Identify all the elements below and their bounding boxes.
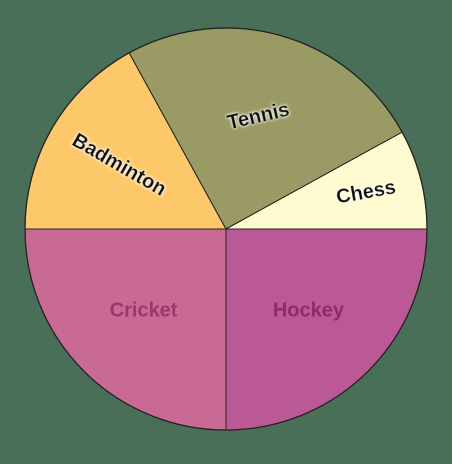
pie-slice-cricket: [24, 228, 227, 431]
slice-label-cricket: Cricket: [110, 300, 178, 322]
pie-slices: [24, 27, 428, 431]
pie-outline: [24, 27, 428, 431]
pie-slice-hockey: [225, 228, 428, 431]
slice-label-hockey: Hockey: [273, 300, 345, 322]
